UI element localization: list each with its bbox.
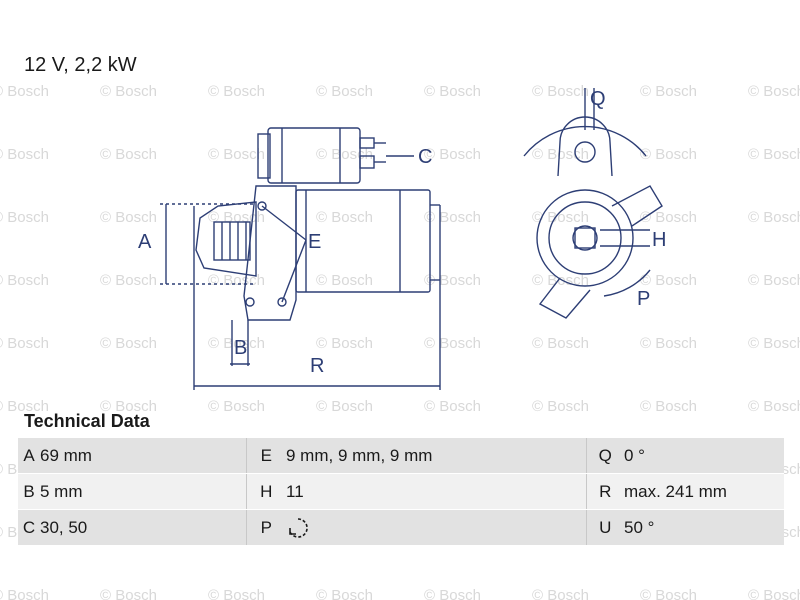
technical-data-heading: Technical Data <box>24 411 150 431</box>
spec-value: 9 mm, 9 mm, 9 mm <box>286 438 587 474</box>
label-b: B <box>234 337 247 359</box>
terminal-bottom <box>359 155 375 169</box>
end-view-ear-right <box>611 185 663 227</box>
mounting-flange <box>243 185 297 321</box>
label-h: H <box>652 229 666 251</box>
spec-key: R <box>586 473 624 510</box>
spec-value: 69 mm <box>40 438 247 474</box>
watermark-text: © Bosch <box>640 587 697 600</box>
pinion <box>213 221 251 261</box>
label-c: C <box>418 146 432 168</box>
watermark-text: © Bosch <box>316 587 373 600</box>
spec-key: C <box>18 509 40 546</box>
spec-value <box>286 509 587 546</box>
end-view-housing <box>536 189 634 287</box>
spec-value: 0 ° <box>624 438 784 474</box>
spec-key: Q <box>586 438 624 474</box>
spec-key: A <box>18 438 40 474</box>
table-row: B 5 mm H 11 R max. 241 mm <box>18 473 784 510</box>
spec-key: H <box>246 473 286 510</box>
label-a: A <box>138 231 152 253</box>
spec-value: 5 mm <box>40 473 247 510</box>
watermark-text: © Bosch <box>532 587 589 600</box>
product-title: 12 V, 2,2 kW <box>24 54 137 76</box>
watermark-text: © Bosch <box>208 587 265 600</box>
label-q: Q <box>590 88 606 110</box>
spec-key: B <box>18 473 40 510</box>
technical-data-table: A 69 mm E 9 mm, 9 mm, 9 mm Q 0 ° B 5 mm … <box>18 438 784 546</box>
terminal-top <box>359 137 375 149</box>
spec-key: P <box>246 509 286 546</box>
watermark-text: © Bosch <box>100 587 157 600</box>
table-row: A 69 mm E 9 mm, 9 mm, 9 mm Q 0 ° <box>18 438 784 474</box>
spec-value: max. 241 mm <box>624 473 784 510</box>
label-r: R <box>310 355 324 377</box>
watermark-text: © Bosch <box>748 587 800 600</box>
starter-motor-drawing: A B C E H P Q R <box>138 88 666 390</box>
label-p: P <box>637 288 650 310</box>
watermark-text: © Bosch <box>424 587 481 600</box>
spec-value: 50 ° <box>624 509 784 546</box>
drive-housing <box>195 201 257 277</box>
label-e: E <box>308 231 321 253</box>
solenoid-cap <box>257 133 271 179</box>
watermark-text: © Bosch <box>0 587 49 600</box>
rotation-direction-icon <box>289 517 308 538</box>
table-row: C 30, 50 P U 50 ° <box>18 509 784 546</box>
spec-value: 30, 50 <box>40 509 247 546</box>
spec-key: U <box>586 509 624 546</box>
spec-value: 11 <box>286 473 587 510</box>
spec-key: E <box>246 438 286 474</box>
end-view-ear-bottom <box>538 277 591 319</box>
